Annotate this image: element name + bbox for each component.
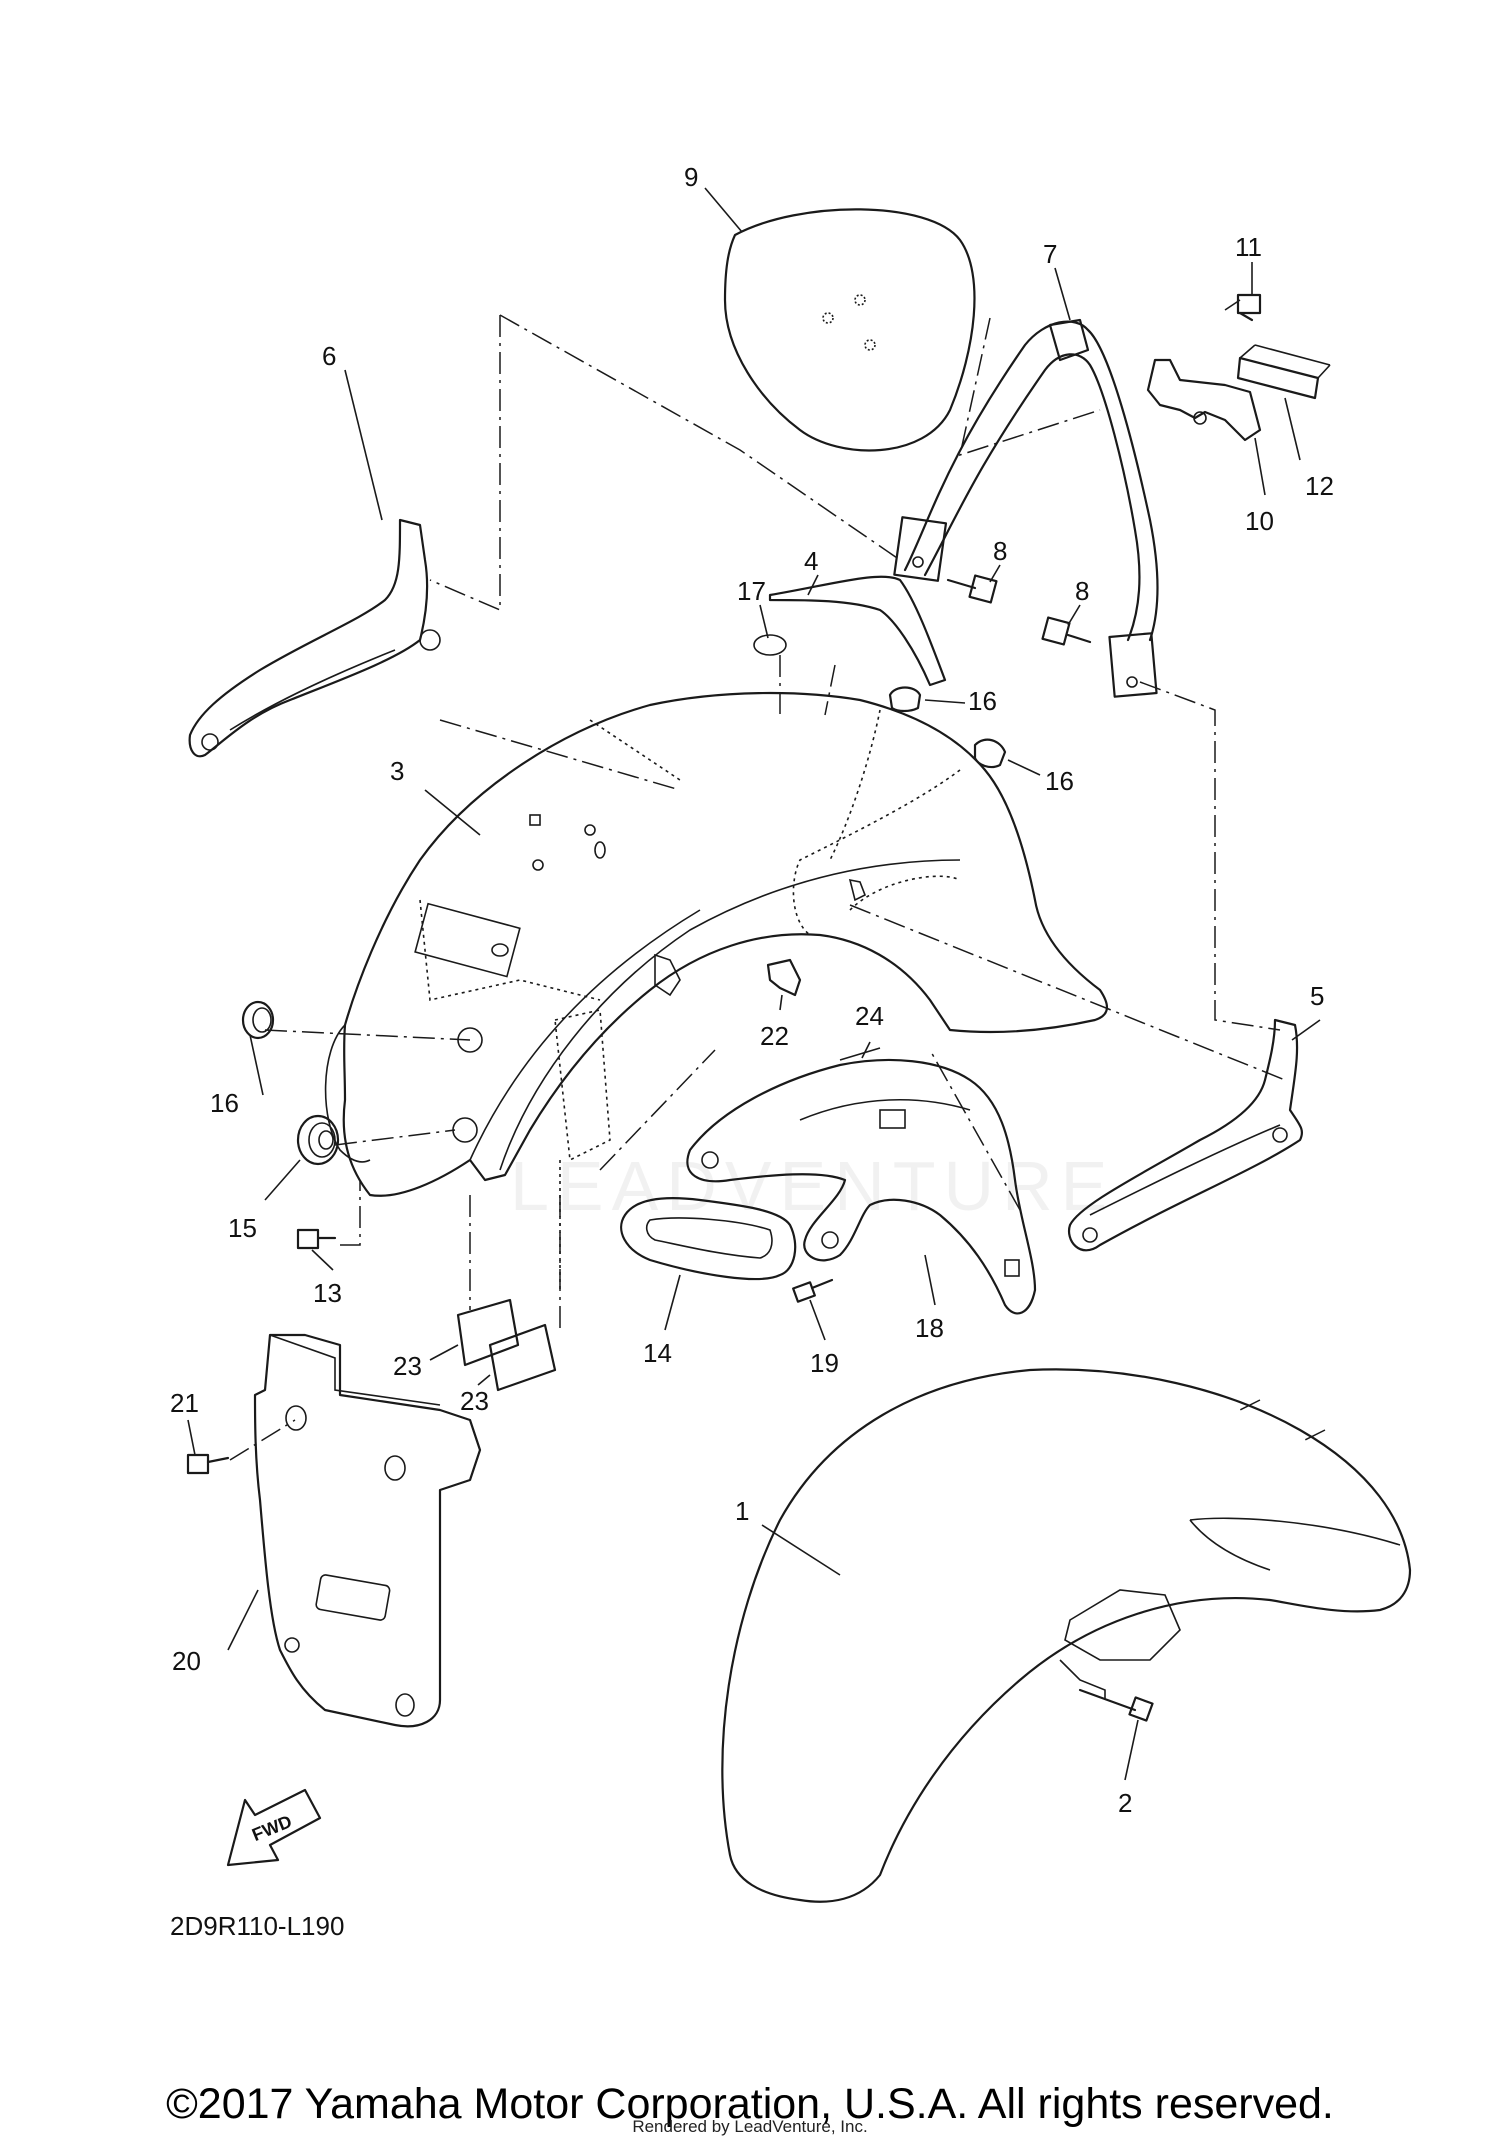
callout-1: 1 xyxy=(735,1496,749,1526)
callout-18: 18 xyxy=(915,1313,944,1343)
screw-19-part xyxy=(792,1278,834,1303)
side-cover-part xyxy=(253,1333,482,1728)
callout-24: 24 xyxy=(855,1001,884,1031)
assembly-lines xyxy=(229,314,1326,1461)
callout-2: 2 xyxy=(1118,1788,1132,1818)
callout-14: 14 xyxy=(643,1338,672,1368)
pads-23-part xyxy=(456,1298,557,1392)
bolt-13-part xyxy=(296,1228,337,1250)
tie-24-part xyxy=(839,1047,881,1061)
left-strut-part xyxy=(188,518,441,758)
screw-2-part xyxy=(1078,1688,1154,1722)
bolt-8-upper-part xyxy=(946,574,998,604)
bolt-8-lower-part xyxy=(1041,616,1092,646)
fwd-label: FWD xyxy=(249,1811,294,1845)
callout-numbers: 9 7 11 6 4 8 8 17 16 16 3 12 10 5 22 24 … xyxy=(170,162,1334,1818)
callout-13: 13 xyxy=(313,1278,342,1308)
callout-16-left: 16 xyxy=(210,1088,239,1118)
backrest-pad-part xyxy=(723,208,976,452)
callout-19: 19 xyxy=(810,1348,839,1378)
callout-11: 11 xyxy=(1235,232,1262,262)
clip-22-part xyxy=(766,958,802,997)
copyright-notice: ©2017 Yamaha Motor Corporation, U.S.A. A… xyxy=(166,2080,1334,2128)
grommet-15-part xyxy=(296,1114,340,1166)
inner-liner-part xyxy=(686,1058,1037,1315)
callout-20: 20 xyxy=(172,1646,201,1676)
backrest-bar-part xyxy=(893,318,1159,698)
fwd-arrow-icon: FWD xyxy=(226,1788,322,1867)
callout-8-lower: 8 xyxy=(1075,576,1089,606)
callout-16-upper: 16 xyxy=(968,686,997,716)
callout-16-right: 16 xyxy=(1045,766,1074,796)
callout-3: 3 xyxy=(390,756,404,786)
badge-14-part xyxy=(620,1197,797,1281)
callout-8-upper: 8 xyxy=(993,536,1007,566)
callout-21: 21 xyxy=(170,1388,199,1418)
callout-4: 4 xyxy=(804,546,818,576)
pad-12-part xyxy=(1236,344,1331,400)
drawing-code: 2D9R110-L190 xyxy=(170,1911,344,1941)
front-fender-part xyxy=(721,1368,1412,1903)
callout-23-left: 23 xyxy=(393,1351,422,1381)
callout-7: 7 xyxy=(1043,239,1057,269)
callout-17: 17 xyxy=(737,576,766,606)
callout-22: 22 xyxy=(760,1021,789,1051)
callout-5: 5 xyxy=(1310,981,1324,1011)
leader-lines xyxy=(187,187,1321,1781)
rendered-by-note: Rendered by LeadVenture, Inc. xyxy=(632,2117,868,2136)
callout-6: 6 xyxy=(322,341,336,371)
callout-10: 10 xyxy=(1245,506,1274,536)
callout-9: 9 xyxy=(684,162,698,192)
watermark-text: LEADVENTURE xyxy=(510,1147,1115,1225)
grommet-16-right-part xyxy=(973,738,1007,769)
callout-23-right: 23 xyxy=(460,1386,489,1416)
hidden-edge-lines xyxy=(419,709,961,1290)
fender-strip-part xyxy=(768,575,947,687)
callout-15: 15 xyxy=(228,1213,257,1243)
grommet-16-left-part xyxy=(241,1000,275,1040)
grommet-16-upper-part xyxy=(888,686,922,713)
bolt-11-part xyxy=(1224,293,1262,322)
rear-fender-part xyxy=(324,691,1108,1197)
callout-12: 12 xyxy=(1305,471,1334,501)
bracket-part xyxy=(1146,358,1262,442)
right-strut-part xyxy=(1067,1018,1304,1252)
washer-17-part xyxy=(753,634,787,656)
bolt-21-part xyxy=(186,1453,230,1475)
